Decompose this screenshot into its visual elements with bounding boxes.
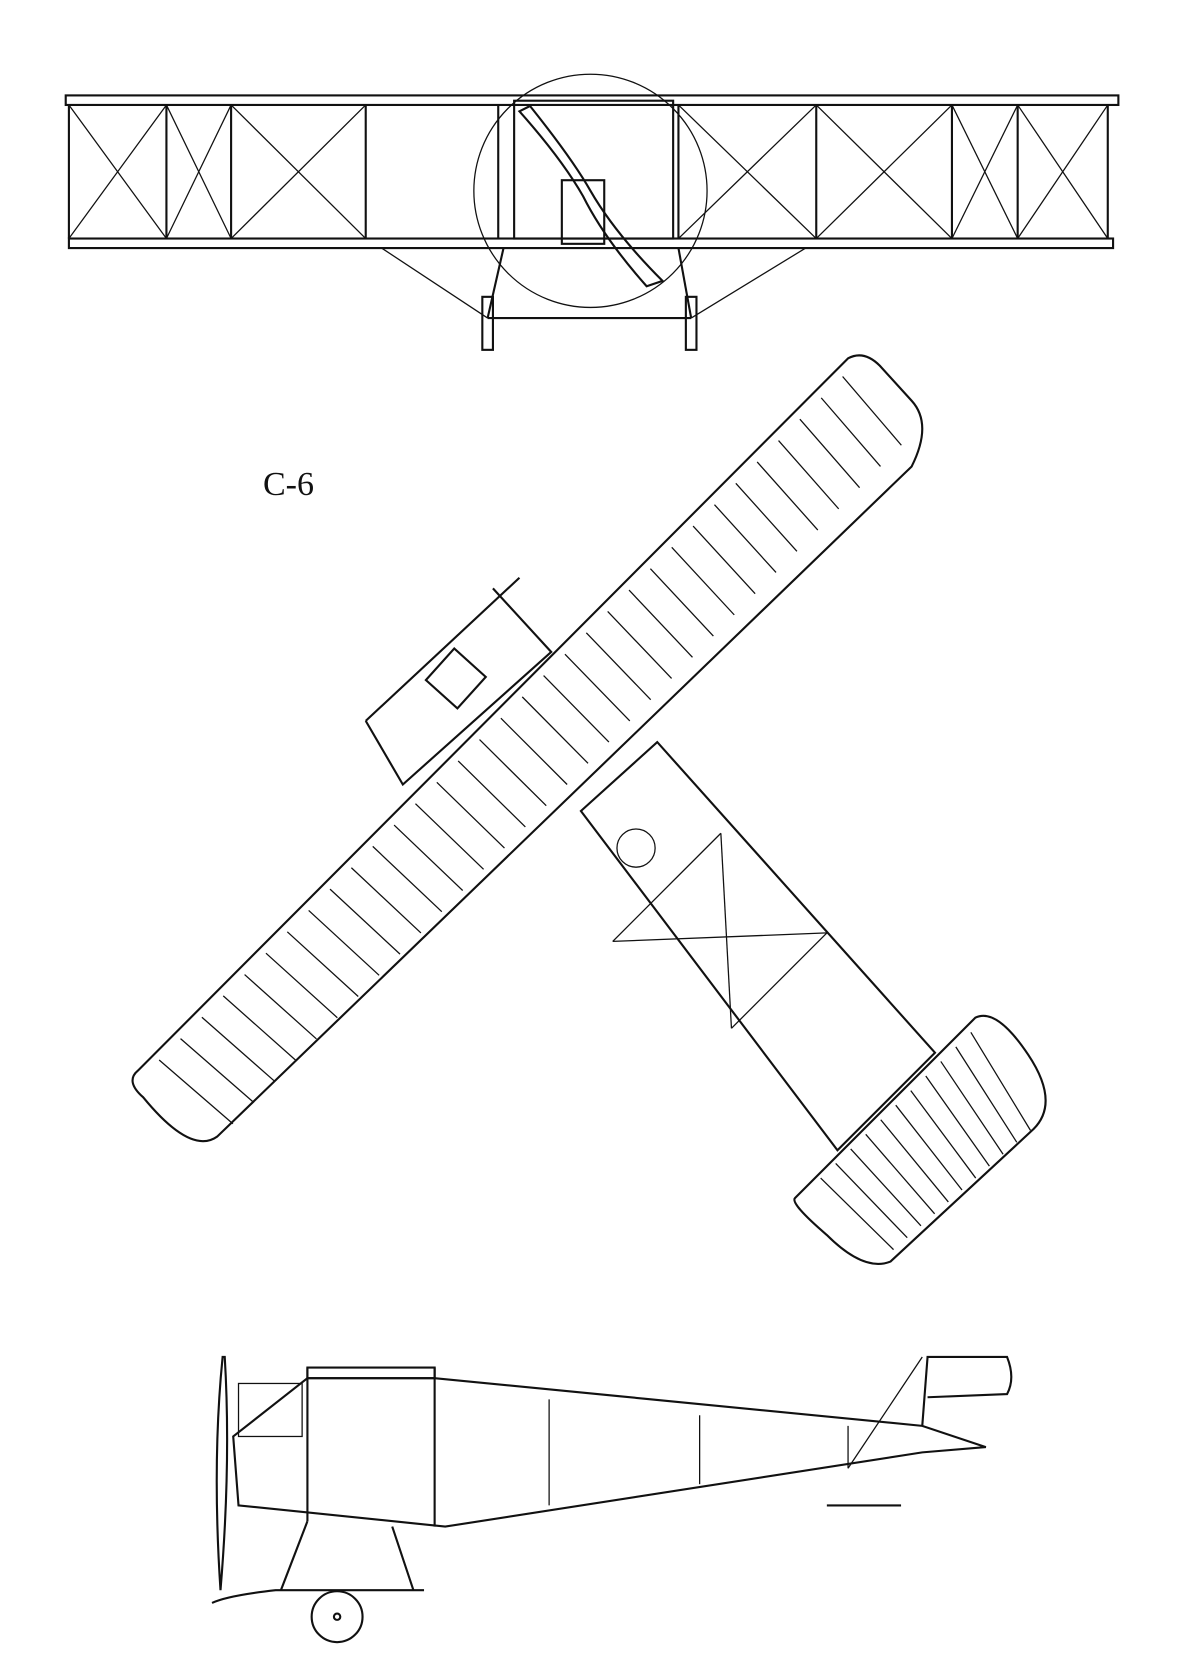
- wing-rib: [158, 1059, 234, 1125]
- engine: [424, 647, 488, 710]
- wing-rib: [372, 845, 443, 913]
- wing-rib: [628, 589, 693, 658]
- wing-rib: [479, 739, 547, 807]
- wing-rib: [286, 931, 359, 997]
- bracing-wire: [1017, 104, 1109, 239]
- bracing-wire: [612, 932, 827, 943]
- landing-gear-strut: [391, 1526, 415, 1591]
- top-view: [131, 354, 1047, 1265]
- wing-rib: [778, 440, 840, 510]
- upper-wing: [64, 94, 1120, 107]
- wing-ribs: [158, 376, 902, 1125]
- wing-rib: [308, 909, 380, 976]
- tailplane-rib: [865, 1133, 936, 1215]
- landing-gear-strut: [677, 247, 693, 319]
- bracing-wire: [815, 104, 953, 239]
- tailplane-rib: [880, 1119, 949, 1203]
- propeller-disc: [473, 73, 708, 309]
- wheel-hub: [332, 1612, 342, 1621]
- engine: [560, 179, 606, 245]
- wing-rib: [842, 376, 902, 446]
- forward-elevator-outrigger: [365, 576, 521, 722]
- tailplane-rib: [925, 1075, 990, 1167]
- wing-rib: [543, 675, 610, 743]
- wing-rib: [180, 1038, 255, 1104]
- wing-rib: [692, 525, 756, 595]
- wing-rib: [521, 696, 589, 764]
- side-view: [211, 1355, 1013, 1644]
- bracing-wire: [230, 104, 367, 239]
- wing-rib: [265, 952, 338, 1019]
- wing-rib: [820, 397, 881, 467]
- bracing-wire: [68, 104, 167, 239]
- wing-planform: [131, 354, 924, 1143]
- wing-rib: [671, 546, 735, 616]
- tailplane-rib: [895, 1104, 963, 1191]
- tailplane-rib: [970, 1031, 1032, 1131]
- fuselage-frame: [612, 832, 722, 942]
- outrigger-boom: [364, 587, 553, 787]
- bracing-wire: [678, 104, 817, 239]
- pilot-seat: [616, 828, 656, 868]
- bracing-wire: [847, 1356, 923, 1469]
- landing-gear-strut: [486, 247, 505, 319]
- fuselage: [579, 740, 937, 1152]
- landing-gear-strut: [279, 1520, 309, 1591]
- tailplane-rib: [940, 1061, 1004, 1155]
- tailplane-rib: [820, 1177, 894, 1251]
- wing-rib: [393, 824, 464, 891]
- tailplane-rib: [850, 1148, 922, 1227]
- wing-rib: [799, 418, 861, 489]
- propeller: [215, 1355, 229, 1591]
- wing-rib: [222, 995, 296, 1061]
- wing-rib: [500, 717, 568, 785]
- tailplane: [793, 1014, 1047, 1265]
- wing-rib: [756, 461, 819, 531]
- wheel: [310, 1590, 364, 1644]
- front-view: [64, 73, 1120, 351]
- engine: [237, 1382, 303, 1438]
- wing-rib: [244, 974, 317, 1040]
- wing-rib: [713, 504, 777, 573]
- tailplane-rib: [955, 1046, 1018, 1143]
- tailplane-ribs: [820, 1031, 1032, 1251]
- wing-rib: [201, 1016, 276, 1082]
- interplane-struts: [67, 104, 1109, 239]
- wing-rib: [457, 760, 526, 828]
- propeller-blade: [517, 104, 665, 288]
- bracing-wire: [381, 247, 488, 319]
- bracing-wire: [951, 104, 1019, 239]
- wing-rib: [350, 867, 422, 934]
- aircraft-designation-label: C-6: [263, 466, 314, 503]
- wing-rib: [735, 482, 798, 552]
- wing-rib: [607, 611, 673, 679]
- bracing-wire: [720, 833, 733, 1029]
- fuselage-frame: [730, 932, 828, 1029]
- bracing-wire: [165, 104, 232, 239]
- landing-skid: [211, 1589, 425, 1604]
- tailplane-rib: [835, 1163, 908, 1239]
- wheel: [684, 295, 698, 351]
- wing-rib: [585, 632, 652, 701]
- wing-rib: [415, 803, 485, 870]
- cabane-frame: [513, 99, 675, 240]
- tailplane-rib: [910, 1090, 977, 1179]
- upper-wing-section: [306, 1366, 436, 1380]
- wing-rib: [649, 568, 714, 637]
- wing-rib: [329, 888, 401, 955]
- rudder: [921, 1355, 1013, 1426]
- bracing-wire: [690, 247, 806, 319]
- wheel: [481, 295, 494, 351]
- wing-rib: [564, 653, 631, 722]
- wing-rib: [436, 781, 505, 849]
